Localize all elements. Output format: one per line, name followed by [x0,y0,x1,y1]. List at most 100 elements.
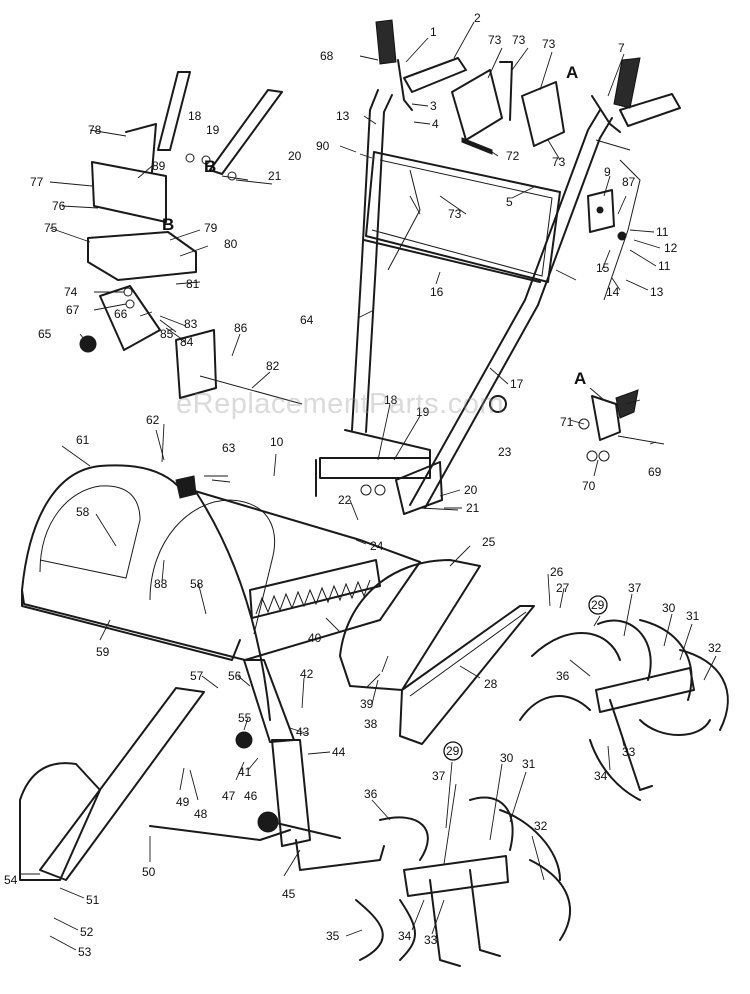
callout-14: 14 [606,285,620,299]
callout-27: 27 [556,581,570,595]
callout-19b: 19 [416,405,430,419]
callout-29a: 29 [591,598,605,612]
callout-21b: 21 [466,501,480,515]
wheel-bracket [19,762,101,881]
callout-37b: 37 [432,769,446,783]
view-marker-b-top: B [204,157,216,176]
callout-11a: 11 [656,225,669,239]
callout-30a: 30 [662,601,676,615]
callout-28: 28 [484,677,498,691]
callout-84: 84 [180,335,194,349]
callout-78: 78 [88,123,102,137]
callout-36a: 36 [556,669,570,683]
callout-19a: 19 [206,123,220,137]
handle-assembly [315,19,681,515]
callout-31a: 31 [686,609,700,623]
callout-52: 52 [80,925,94,939]
callout-26: 26 [550,565,564,579]
tine-assembly-lower [355,796,571,967]
axle-45 [295,839,385,871]
callout-3: 3 [430,99,437,113]
callout-83: 83 [184,317,198,331]
callout-66: 66 [114,307,128,321]
callout-86: 86 [234,321,248,335]
callout-35: 35 [326,929,340,943]
callout-49: 49 [176,795,190,809]
callout-80: 80 [224,237,238,251]
callout-4: 4 [432,117,439,131]
callout-72: 72 [506,149,520,163]
frame [19,659,385,881]
callout-73c: 73 [542,37,556,51]
view-marker-a-top: A [566,63,578,82]
callout-58b: 58 [190,577,204,591]
callout-24: 24 [370,539,384,553]
depth-plate-28 [399,605,535,745]
callout-81: 81 [186,277,200,291]
callout-70: 70 [582,479,596,493]
callout-73d: 73 [552,155,566,169]
callout-77: 77 [30,175,44,189]
callout-39: 39 [360,697,374,711]
side-shield [339,559,535,745]
callout-48: 48 [194,807,208,821]
callout-13b: 13 [650,285,664,299]
callout-41: 41 [238,765,252,779]
callout-85: 85 [160,327,174,341]
callout-62: 62 [146,413,160,427]
callout-73a: 73 [488,33,502,47]
callout-37a: 37 [628,581,642,595]
callout-63: 63 [222,441,236,455]
left-handle-grip-icon [375,19,397,65]
callout-58a: 58 [76,505,90,519]
hood-body [21,464,421,661]
callout-42: 42 [300,667,314,681]
bracket-77 [91,161,167,223]
callout-67: 67 [66,303,80,317]
view-markers: A A B B [162,63,586,388]
callout-90: 90 [316,139,330,153]
callout-29b: 29 [446,744,460,758]
callout-54: 54 [4,873,18,887]
callout-34a: 34 [594,769,608,783]
callout-21a: 21 [268,169,282,183]
callout-65: 65 [38,327,52,341]
callout-73e: 73 [448,207,462,221]
bracket-75 [87,231,197,281]
callout-43: 43 [296,725,310,739]
callout-32a: 32 [708,641,722,655]
callout-64: 64 [300,313,314,327]
callout-89: 89 [152,159,166,173]
callout-44: 44 [332,745,346,759]
callout-33b: 33 [424,933,438,947]
callout-9: 9 [604,165,611,179]
callout-82: 82 [266,359,280,373]
callout-33a: 33 [622,745,636,759]
depth-bar [271,739,311,847]
callout-59: 59 [96,645,110,659]
callout-16: 16 [430,285,444,299]
callout-18b: 18 [384,393,398,407]
callout-7: 7 [618,41,625,55]
callout-2: 2 [474,11,481,25]
callout-20a: 20 [288,149,302,163]
callout-61: 61 [76,433,90,447]
callout-53: 53 [78,945,92,959]
callout-57: 57 [190,669,204,683]
callout-15: 15 [596,261,610,275]
detail-a-lever [578,389,665,462]
callout-32b: 32 [534,819,548,833]
callout-76: 76 [52,199,66,213]
callout-79: 79 [204,221,218,235]
callout-73b: 73 [512,33,526,47]
view-marker-a-detail: A [574,369,586,388]
callout-46: 46 [244,789,258,803]
callout-10: 10 [270,435,284,449]
callout-74: 74 [64,285,78,299]
callout-23: 23 [498,445,512,459]
callout-55: 55 [238,711,252,725]
callout-40: 40 [308,631,322,645]
leader-lines [20,21,717,951]
